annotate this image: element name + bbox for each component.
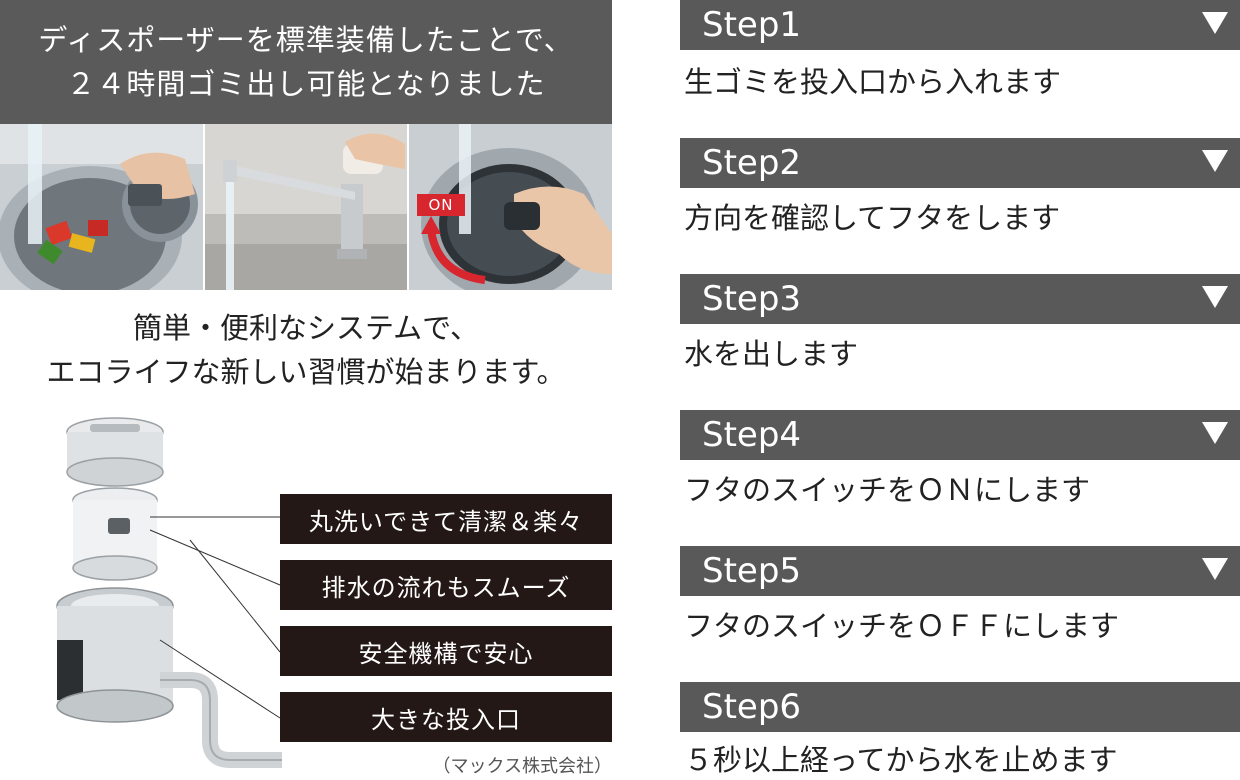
step-4-text: フタのスイッチをＯＮにします	[684, 473, 1091, 507]
step-6-text: ５秒以上経ってから水を止めます	[684, 743, 1118, 777]
step-3-header[interactable]: Step3	[680, 274, 1240, 324]
step-3-label: Step3	[702, 279, 802, 319]
step-2-label: Step2	[702, 143, 802, 183]
feature-large-opening: 大きな投入口	[280, 692, 612, 742]
step-5-label: Step5	[702, 551, 802, 591]
step-1-header[interactable]: Step1	[680, 0, 1240, 50]
step-4-label: Step4	[702, 415, 802, 455]
step-6-header[interactable]: Step6	[680, 682, 1240, 732]
headline-line-2: ２４時間ゴミ出し可能となりました	[66, 67, 546, 101]
tagline: 簡単・便利なシステムで、 エコライフな新しい習慣が始まります。	[0, 306, 612, 394]
feature-safety: 安全機構で安心	[280, 626, 612, 676]
on-badge: ON	[417, 194, 465, 216]
triangle-down-icon	[1202, 422, 1228, 444]
usage-photo-strip: ON	[0, 124, 612, 290]
photo-insert-garbage	[0, 124, 203, 290]
tagline-line-1: 簡単・便利なシステムで、	[133, 311, 479, 345]
step-6-label: Step6	[702, 687, 802, 727]
triangle-down-icon	[1202, 286, 1228, 308]
photo-lid-switch-on: ON	[409, 124, 612, 290]
maker-credit: （マックス株式会社）	[432, 756, 612, 777]
step-4-header[interactable]: Step4	[680, 410, 1240, 460]
feature-washable: 丸洗いできて清潔＆楽々	[280, 494, 612, 544]
step-5-header[interactable]: Step5	[680, 546, 1240, 596]
disposer-unit-illustration	[20, 410, 290, 770]
tagline-line-2: エコライフな新しい習慣が始まります。	[46, 355, 566, 389]
step-2-text: 方向を確認してフタをします	[684, 201, 1061, 235]
headline-banner: ディスポーザーを標準装備したことで、 ２４時間ゴミ出し可能となりました	[0, 0, 612, 124]
headline-line-1: ディスポーザーを標準装備したことで、	[38, 23, 574, 57]
photo-faucet	[205, 124, 407, 290]
triangle-down-icon	[1202, 12, 1228, 34]
step-1-text: 生ゴミを投入口から入れます	[684, 65, 1062, 99]
step-3-text: 水を出します	[684, 337, 859, 371]
triangle-down-icon	[1202, 558, 1228, 580]
feature-smooth-drain: 排水の流れもスムーズ	[280, 560, 612, 610]
step-2-header[interactable]: Step2	[680, 138, 1240, 188]
triangle-down-icon	[1202, 150, 1228, 172]
step-1-label: Step1	[702, 5, 802, 45]
step-5-text: フタのスイッチをＯＦＦにします	[684, 609, 1120, 643]
